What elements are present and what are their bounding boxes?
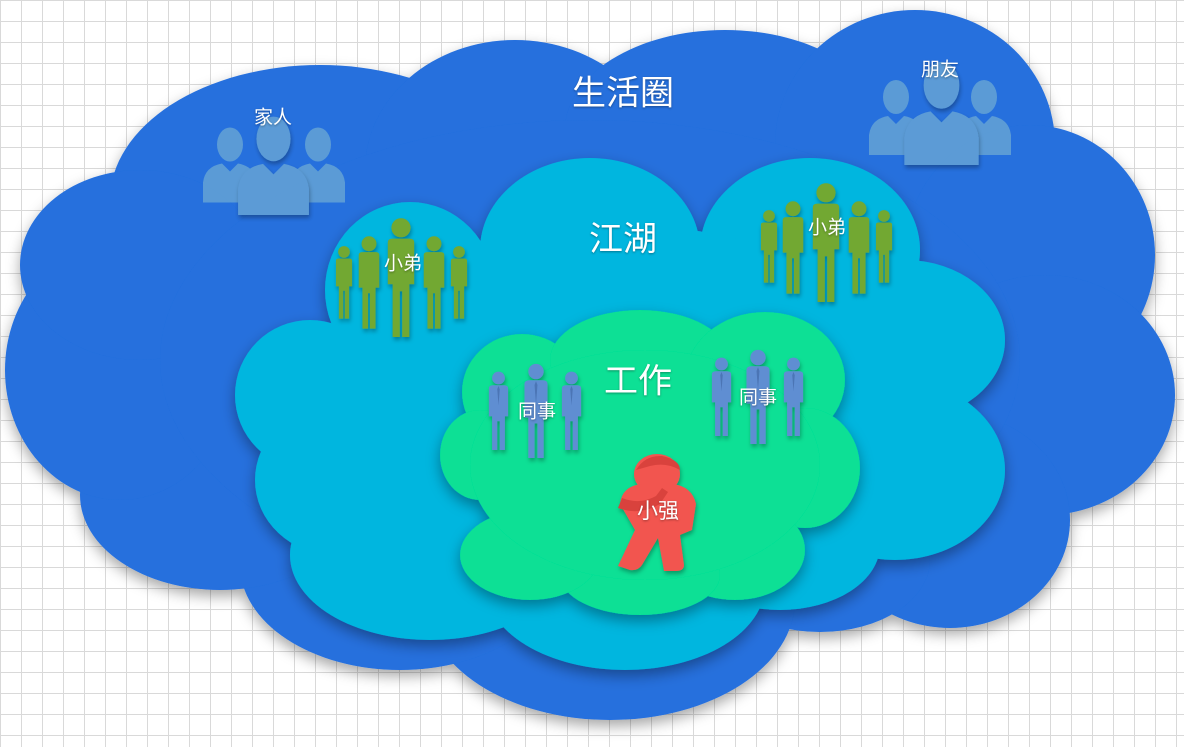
colleagues-left-label: 同事 <box>517 400 557 423</box>
outer-ring-title: 生活圈 <box>572 73 674 114</box>
brothers-right-label: 小弟 <box>807 216 847 239</box>
middle-ring-title: 江湖 <box>589 219 657 260</box>
brothers-left-label: 小弟 <box>383 252 423 275</box>
self-label: 小强 <box>637 499 679 523</box>
colleagues-right-label: 同事 <box>738 386 778 409</box>
friends-label: 朋友 <box>920 58 960 81</box>
inner-ring-title: 工作 <box>604 361 672 402</box>
family-label: 家人 <box>253 106 293 129</box>
self-icon <box>618 454 696 571</box>
